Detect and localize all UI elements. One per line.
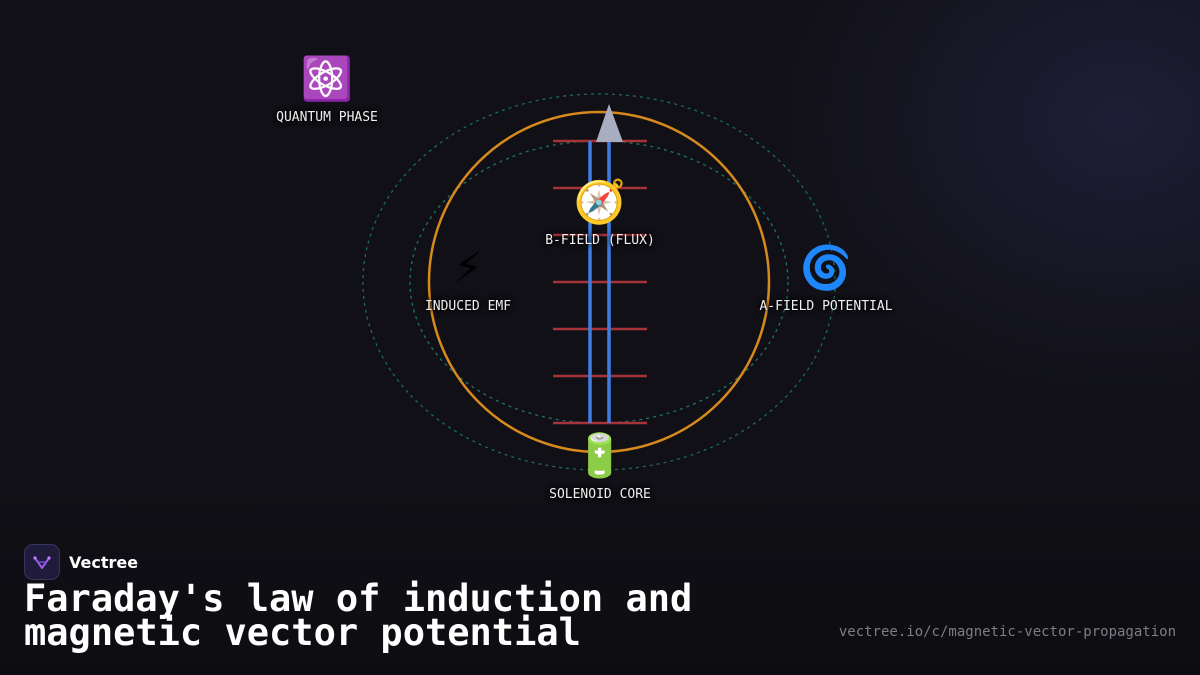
- solenoid-core-node: 🔋 SOLENOID CORE: [549, 431, 651, 502]
- battery-icon: 🔋: [573, 431, 627, 480]
- title-line-1: Faraday's law of induction and: [24, 577, 693, 620]
- atom-icon: ⚛️: [300, 54, 354, 103]
- vectree-logo-icon: [24, 544, 60, 580]
- induced-emf-label: INDUCED EMF: [424, 299, 512, 314]
- source-url: vectree.io/c/magnetic-vector-propagation: [838, 624, 1176, 640]
- outer-field-line: [362, 93, 836, 471]
- a-field-node: 🌀 A-FIELD POTENTIAL: [759, 243, 892, 314]
- solenoid-rods: [588, 141, 611, 423]
- b-field-label: B-FIELD (FLUX): [545, 233, 655, 248]
- coil-rungs: [553, 139, 647, 425]
- quantum-phase-label: QUANTUM PHASE: [276, 110, 378, 125]
- conducting-loop: [427, 110, 771, 454]
- solenoid-core-label: SOLENOID CORE: [549, 487, 651, 502]
- compass-icon: 🧭: [573, 177, 627, 226]
- induced-emf-node: ⚡ INDUCED EMF: [425, 243, 511, 314]
- brand-name: Vectree: [69, 552, 139, 572]
- page-title: Faraday's law of induction and magnetic …: [24, 577, 693, 654]
- b-field-node: 🧭 B-FIELD (FLUX): [545, 177, 655, 248]
- flux-arrow-head: [596, 104, 623, 142]
- a-field-label: A-FIELD POTENTIAL: [759, 299, 893, 314]
- brand: Vectree: [24, 544, 138, 580]
- lightning-icon: ⚡: [453, 243, 483, 292]
- cyclone-icon: 🌀: [799, 243, 853, 292]
- title-line-2: magnetic vector potential: [24, 611, 581, 654]
- quantum-phase-node: ⚛️ QUANTUM PHASE: [276, 54, 378, 125]
